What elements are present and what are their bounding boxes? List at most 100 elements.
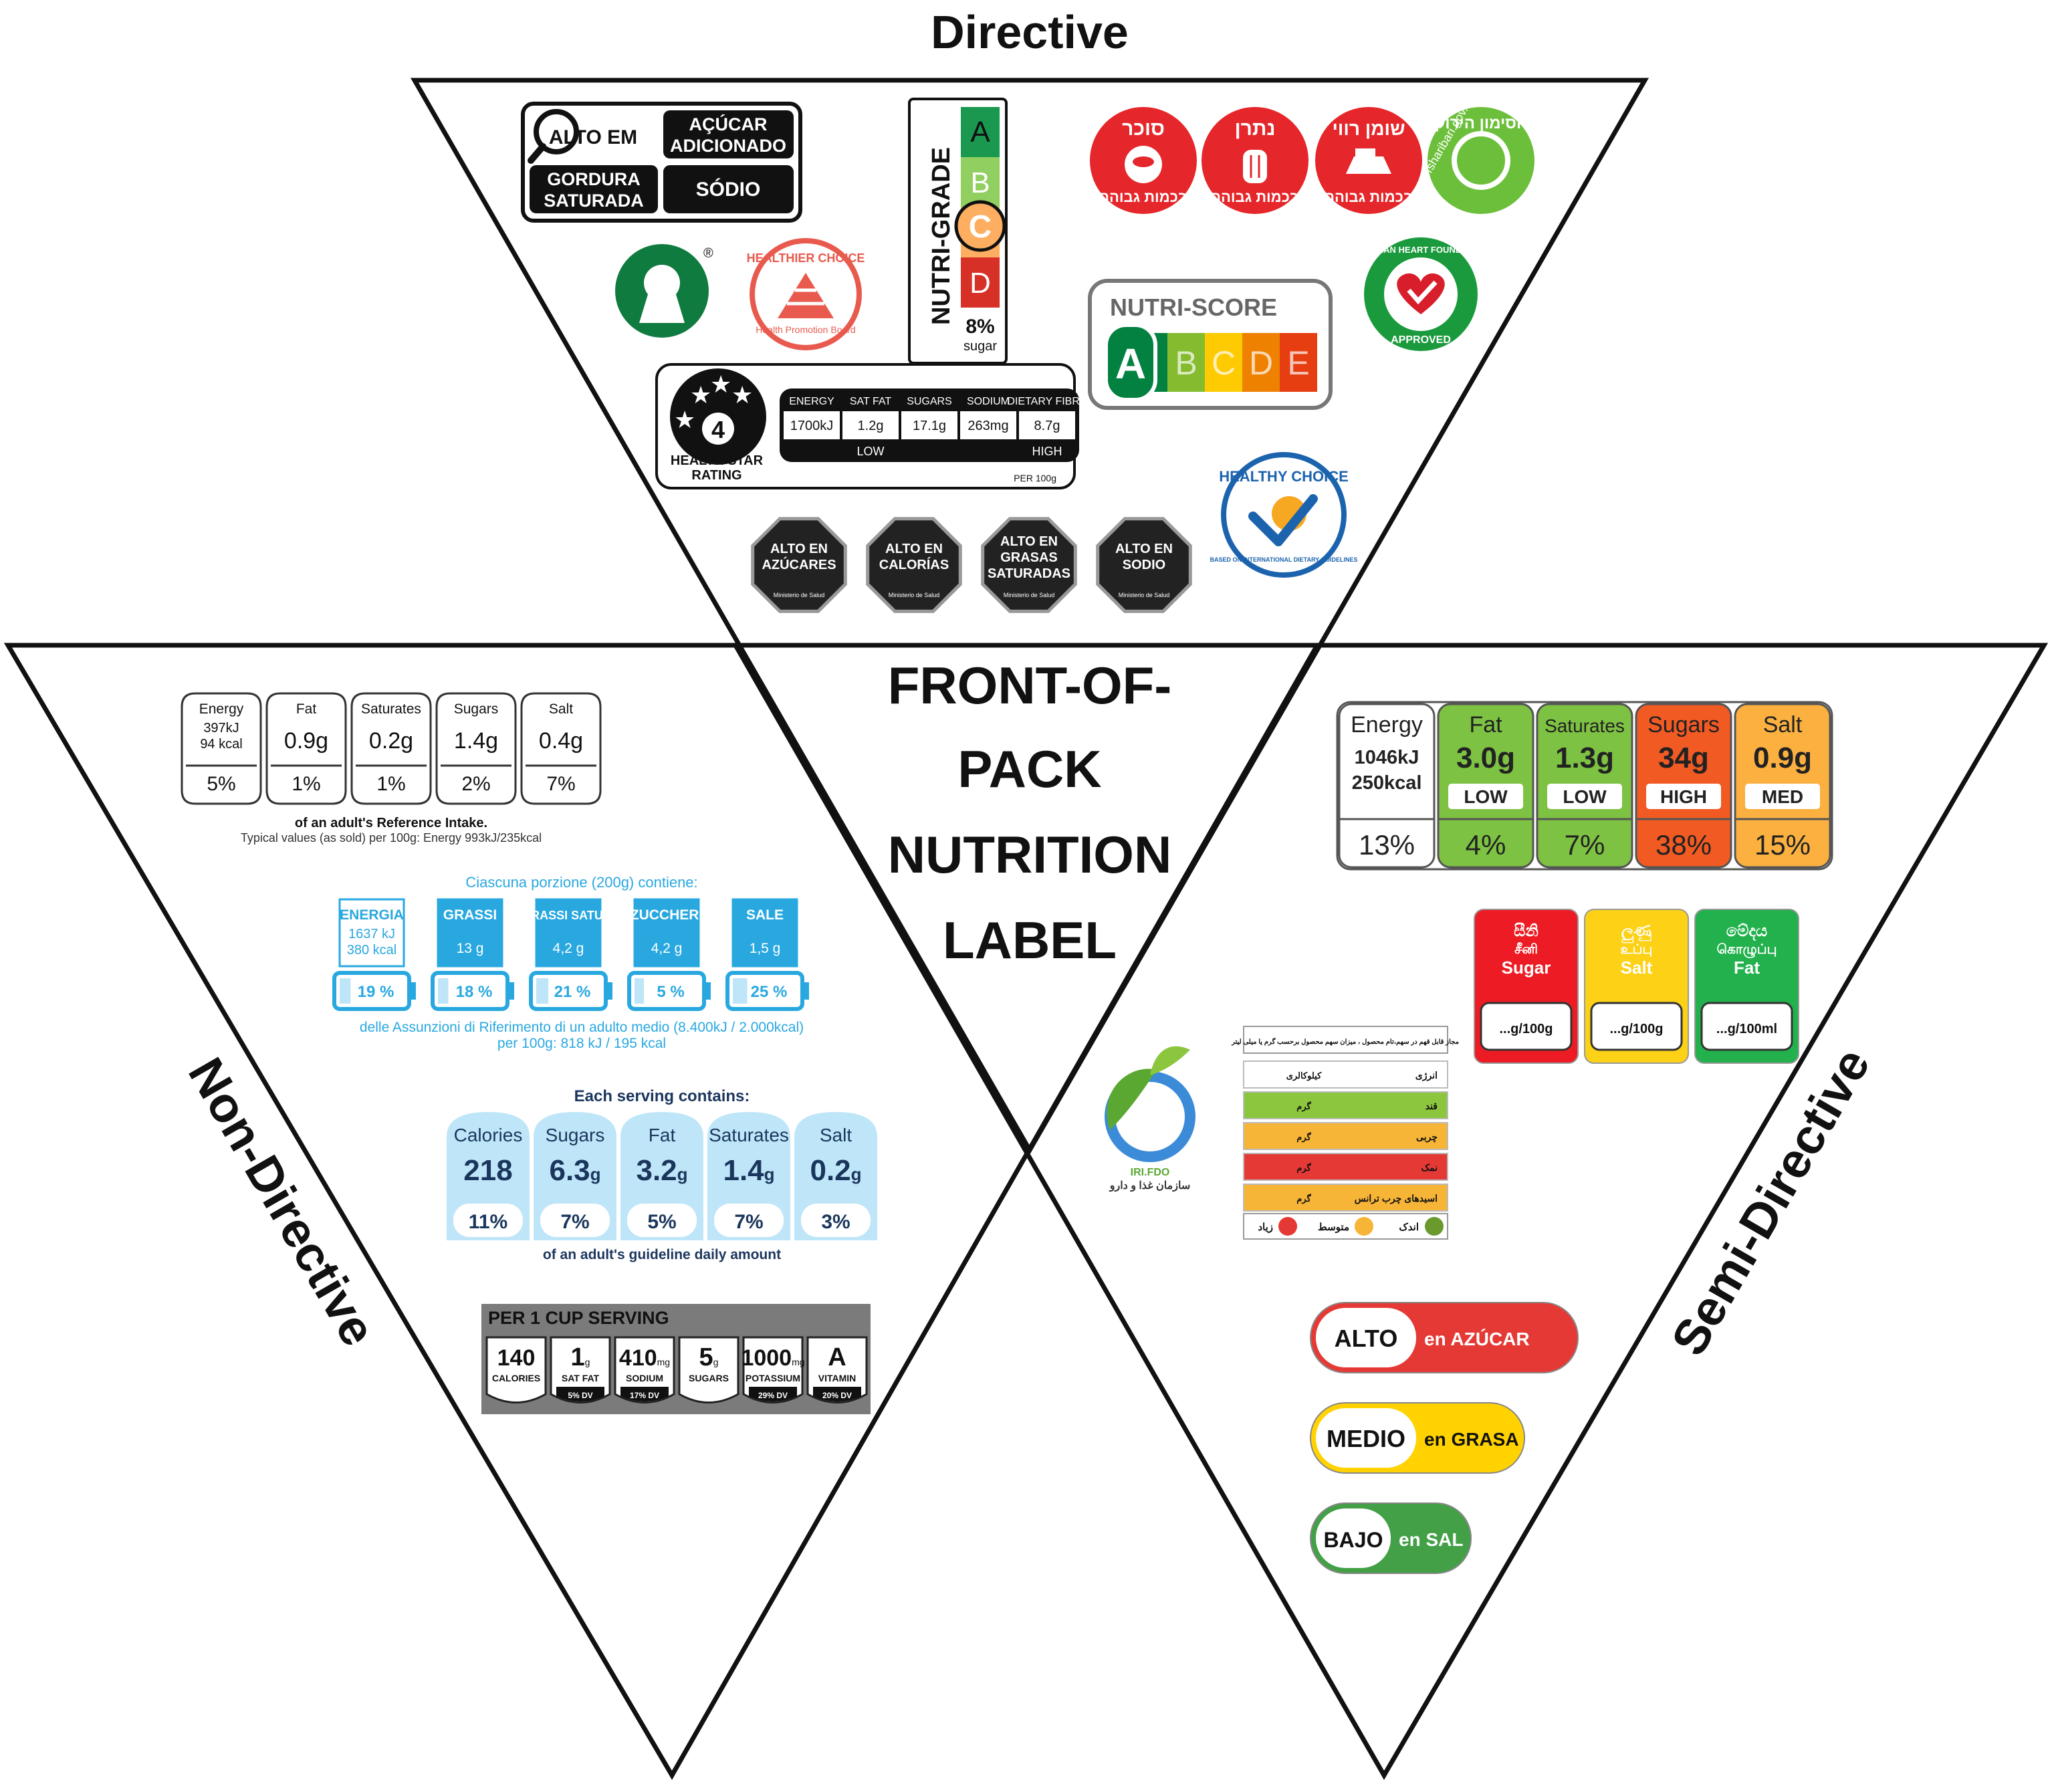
hsr-cell-level: LOW [857, 445, 884, 458]
gda-header: Each serving contains: [574, 1087, 750, 1105]
ri-cell-name: Saturates [361, 701, 421, 717]
keyhole-icon [639, 265, 685, 323]
ri-caption2: Typical values (as sold) per 100g: Energ… [241, 831, 542, 845]
fof-cell-value: 5g [699, 1343, 719, 1371]
israel-badge-word: נתרן [1235, 118, 1276, 140]
tl-cell-level: LOW [1563, 786, 1607, 807]
nutri-score-b: B [1175, 344, 1197, 382]
italy-cell-value: 4,2 g [553, 941, 584, 956]
italy-cell-name: SALE [746, 907, 784, 923]
fof-cell-name: SODIUM [626, 1373, 663, 1383]
srilanka-sinhala: සීනි [1514, 922, 1538, 940]
chile-stop-text: ALTO EN [1000, 534, 1058, 549]
gda-value-unit: g [677, 1164, 688, 1184]
battery-icon [431, 971, 514, 1011]
battery-icon [529, 971, 612, 1011]
iran-row-label: انرژی [1415, 1070, 1438, 1081]
italy-cell-name: ZUCCHERI [631, 907, 703, 923]
nutri-grade-title: NUTRI-GRADE [927, 147, 955, 325]
healthy-choice-logo: HEALTHY CHOICE BASED ON INTERNATIONAL DI… [1210, 452, 1358, 578]
brazil-saturada: SATURADA [544, 191, 644, 211]
hsr-cell [1019, 411, 1075, 439]
nutri-grade-b: B [970, 166, 990, 199]
tl-cell-name: Saturates [1545, 715, 1625, 736]
ecuador-nutrient: en GRASA [1424, 1429, 1519, 1450]
ri-cell-name: Fat [296, 701, 317, 717]
tl-cell-name: Fat [1469, 712, 1502, 738]
star-icon: ★ [674, 406, 695, 433]
gda-value-number: 218 [463, 1154, 512, 1187]
ri-cell-pct: 1% [376, 773, 405, 795]
srilanka-label: සීනිசீனிSugar...g/100gලුණුஉப்புSalt...g/… [1474, 909, 1799, 1064]
healthier-choice-arc: HEALTHIER CHOICE [747, 251, 865, 265]
tl-cell-value: 3.0g [1456, 742, 1515, 774]
italy-cell-pct: 18 % [456, 983, 493, 1001]
gda-cell-name: Saturates [709, 1125, 789, 1145]
healthy-choice-arc: HEALTHY CHOICE [1219, 468, 1349, 485]
tl-cell-value2: 250kcal [1352, 772, 1422, 794]
fof-value-number: 140 [497, 1345, 536, 1371]
hsr-stars-value: 4 [711, 416, 725, 443]
gda-cell-pct: 11% [469, 1211, 507, 1233]
ri-caption: of an adult's Reference Intake. [295, 816, 487, 830]
ri-cell-pct: 7% [546, 773, 575, 795]
gda-value-unit: g [590, 1164, 601, 1184]
ri-cell-value: 0.2g [369, 728, 413, 754]
battery-icon [725, 971, 809, 1011]
iran-row-unit: گرم [1296, 1162, 1311, 1173]
israel-badge-sub: בכמות גבוהה [1211, 189, 1299, 205]
srilanka-cell: සීනිசீனிSugar...g/100g [1474, 909, 1579, 1064]
ri-cell-name: Salt [549, 701, 573, 717]
hsr-cell-name: SUGARS [907, 396, 952, 407]
iran-row-unit: گرم [1296, 1131, 1311, 1143]
tl-cell-level: LOW [1464, 786, 1508, 807]
gda-value-number: 0.2 [810, 1154, 850, 1187]
tl-cell-value: 34g [1658, 742, 1709, 774]
srilanka-english: Salt [1621, 958, 1653, 978]
gda-cell-name: Fat [649, 1125, 676, 1145]
keyhole-registered: ® [703, 246, 713, 261]
chile-stop-text: ALTO EN [1115, 542, 1173, 556]
tl-cell-value: 1046kJ [1355, 747, 1419, 768]
srilanka-unit: ...g/100g [1609, 1022, 1663, 1036]
israel-badge-sub: בכמות גבוהה [1099, 189, 1187, 205]
hsr-cell [784, 411, 840, 439]
italy-cell-value2: 380 kcal [347, 943, 397, 958]
battery-fill [635, 978, 644, 1004]
chile-stop-text: SODIO [1123, 558, 1165, 572]
nutri-score-d: D [1249, 344, 1273, 382]
center-title-line: FRONT-OF- [888, 656, 1172, 715]
iran-legend: زیاد [1258, 1222, 1273, 1233]
srilanka-cell: ලුණුஉப்புSalt...g/100g [1584, 909, 1689, 1064]
israel-badge-sub: בכמות גבוהה [1325, 189, 1413, 205]
hsr-label: HEALTH STAR [671, 453, 764, 468]
iran-row-label: قند [1426, 1101, 1438, 1111]
gda-cell-pct: 7% [560, 1211, 589, 1233]
star-outline-icon: ☆ [741, 416, 765, 445]
ecuador-level: MEDIO [1327, 1425, 1405, 1452]
hsr-label: RATING [691, 468, 742, 483]
gda-value-unit: g [851, 1164, 862, 1184]
italy-cell-pct: 21 % [554, 983, 591, 1001]
gda-cell-name: Salt [820, 1125, 852, 1145]
brazil-adicionado: ADICIONADO [670, 136, 786, 156]
iran-legend: اندک [1399, 1222, 1419, 1233]
battery-fill [340, 978, 351, 1004]
tl-cell-pct: 7% [1565, 829, 1605, 861]
srilanka-english: Fat [1734, 958, 1760, 978]
fof-value-unit: mg [657, 1357, 670, 1367]
tl-cell-name: Sugars [1647, 712, 1720, 738]
salt-shaker-icon [1243, 150, 1267, 183]
gda-cell-value: 6.3g [549, 1154, 600, 1187]
battery-icon [332, 971, 416, 1011]
center-title: FRONT-OF- PACK NUTRITION LABEL [888, 656, 1172, 970]
ri-cell-pct: 2% [461, 773, 490, 795]
hsr-cell [960, 411, 1016, 439]
